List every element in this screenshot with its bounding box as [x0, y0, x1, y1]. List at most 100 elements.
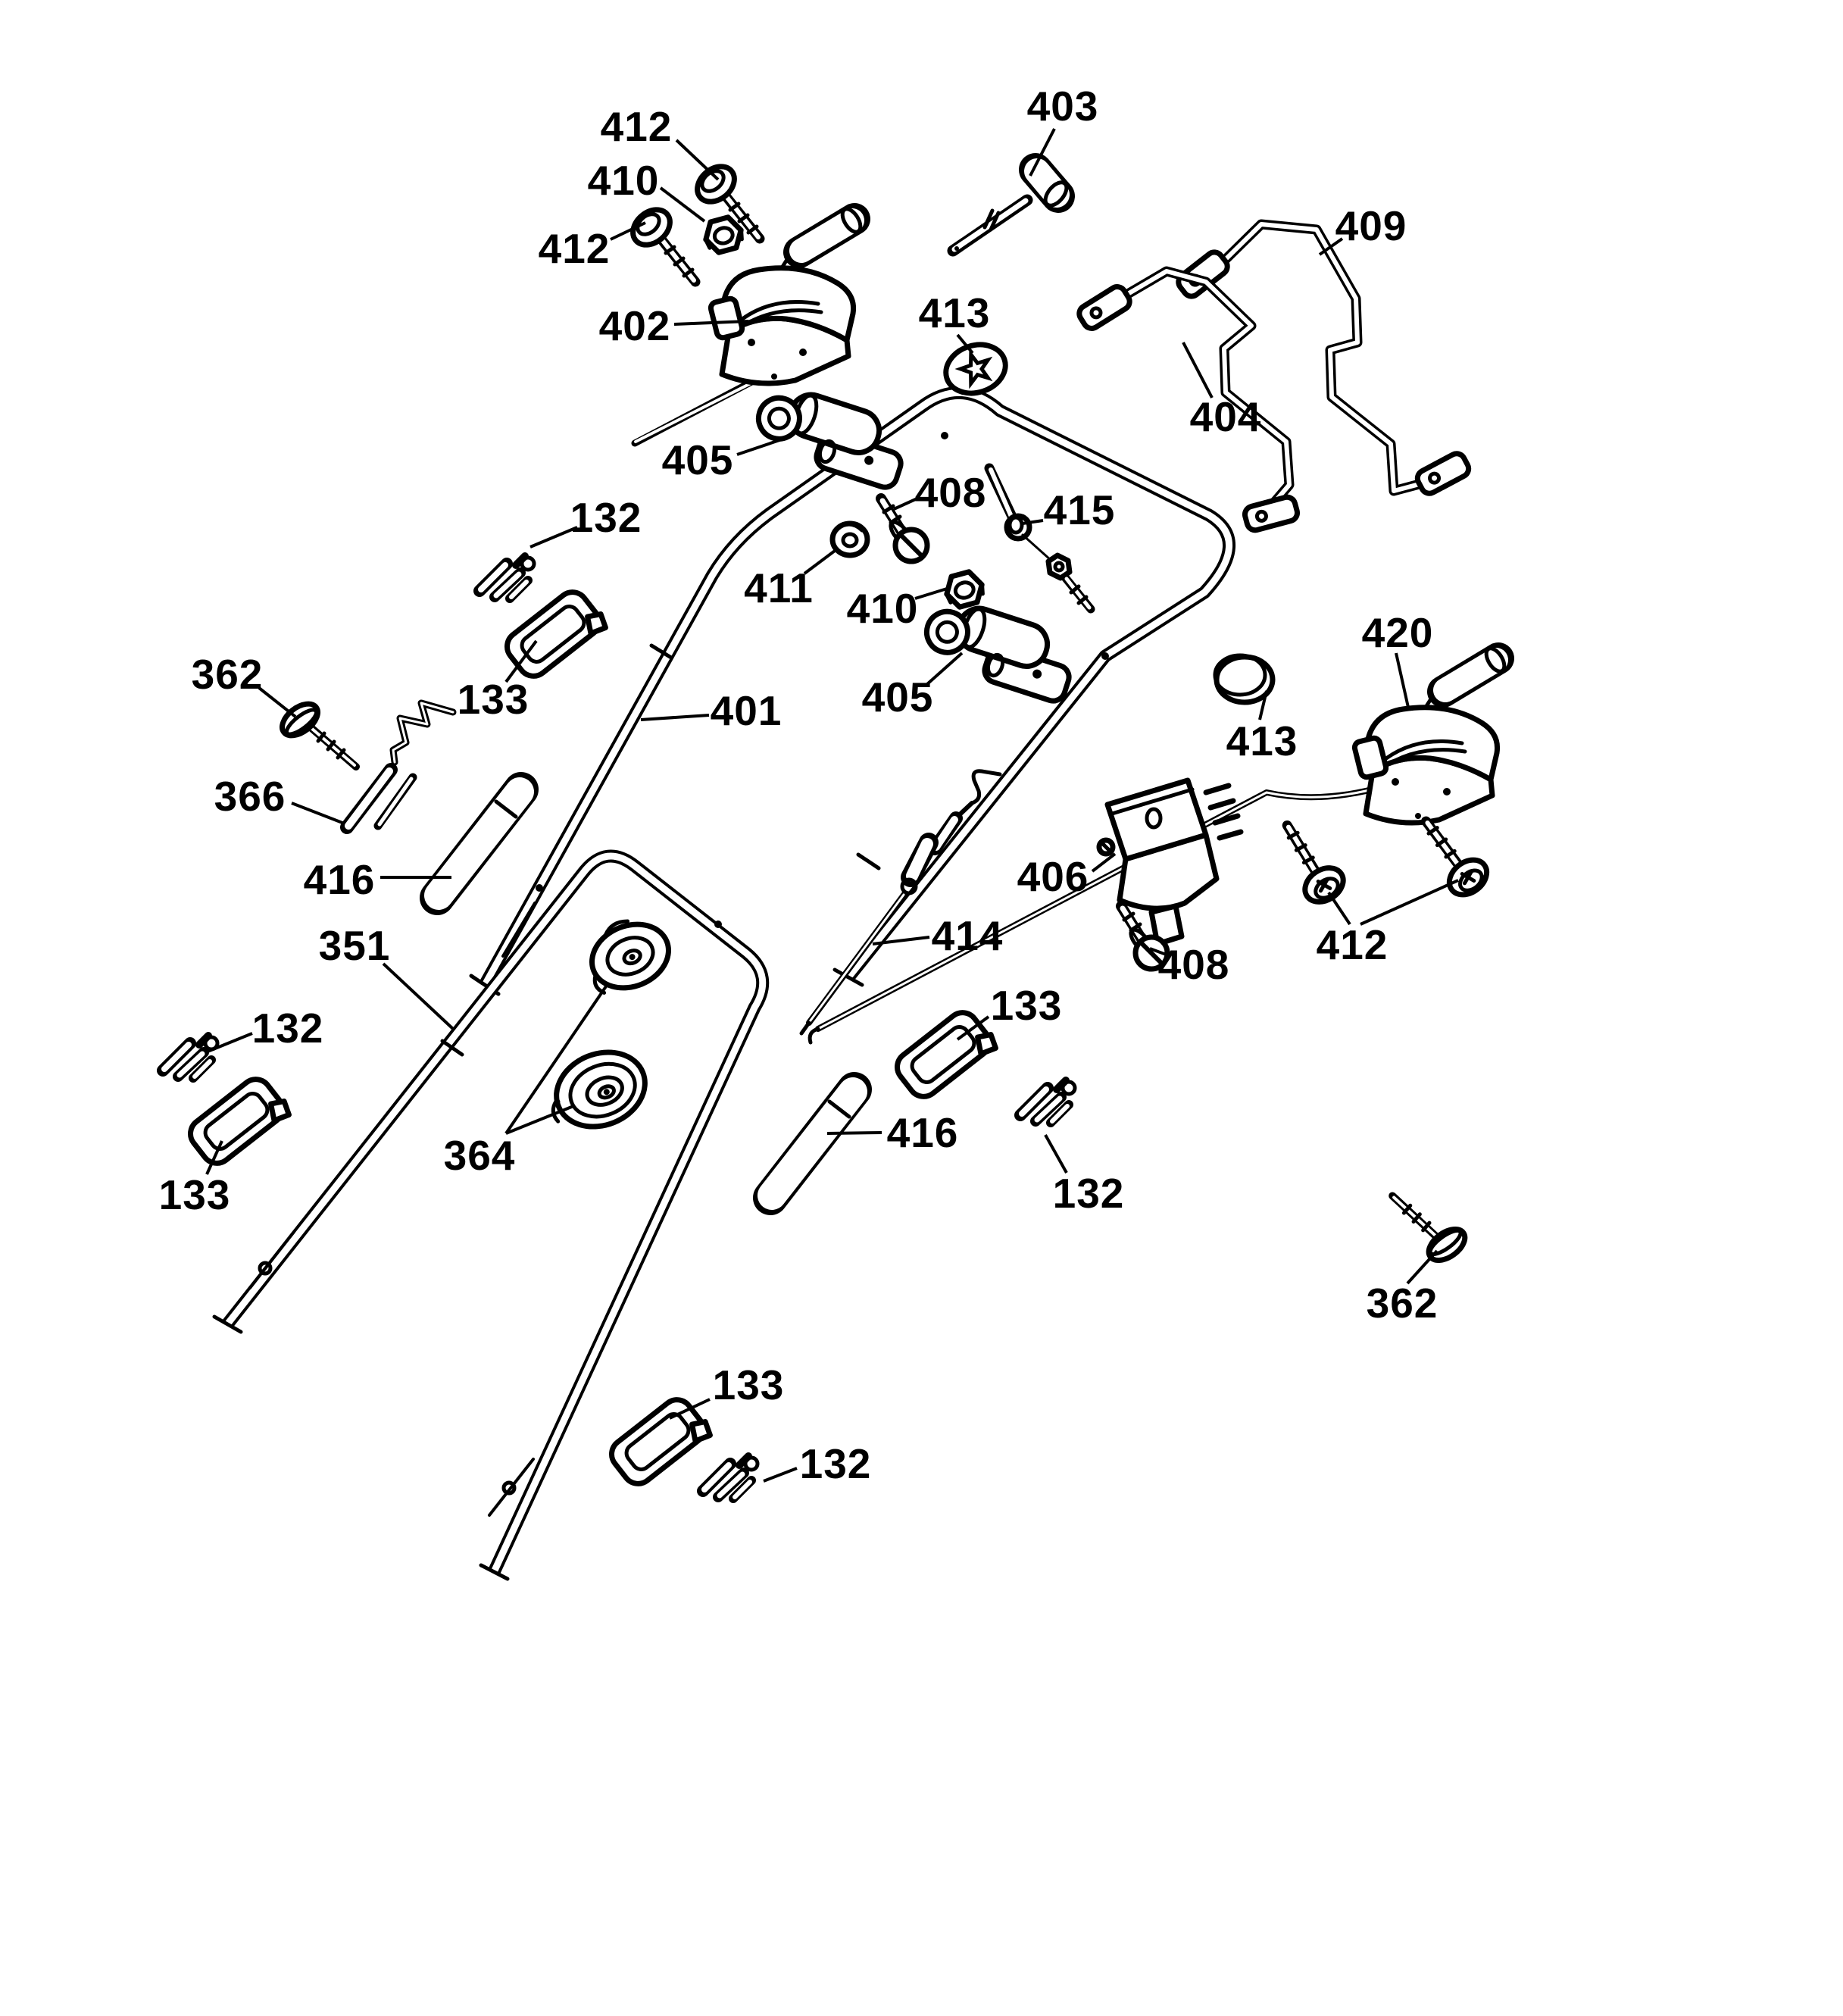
part-label-405-13: 405 [862, 674, 934, 720]
leader-line-414-26 [872, 936, 930, 945]
part-label-133-27: 133 [991, 982, 1063, 1029]
part-label-133-34: 133 [713, 1361, 785, 1408]
part-labels: 412 410 412 402 403 413 409 404 405 408 415 411 410 4… [159, 83, 1459, 1487]
leader-line-415-10 [1022, 519, 1044, 525]
cap-413 [1213, 653, 1276, 705]
control-rod-404 [1076, 266, 1299, 532]
leader-line-412-25 [1327, 891, 1351, 926]
part-label-362-17: 362 [192, 651, 264, 698]
leader-line-132-35 [763, 1467, 798, 1483]
leader-line-405-13 [926, 652, 964, 686]
cable-clamp-405-b [917, 594, 1081, 704]
handle-slot [488, 1458, 535, 1517]
control-rod-409 [1175, 219, 1471, 496]
cable-clip-132-b [1020, 1080, 1075, 1123]
leader-line-412-0 [675, 139, 720, 181]
leader-line-133-34 [669, 1398, 711, 1420]
leader-line-406-23 [1091, 852, 1117, 873]
pad-plate-133-a [501, 584, 609, 684]
upper-handle-tube-401 [469, 386, 1235, 996]
part-label-412-0: 412 [601, 103, 673, 150]
part-label-416-19: 416 [304, 856, 376, 903]
part-label-366-18: 366 [214, 773, 286, 820]
part-label-132-31: 132 [252, 1005, 324, 1052]
part-label-413-21: 413 [1226, 717, 1298, 764]
handle-knob-364-a [589, 919, 671, 995]
leader-line-413-5 [956, 333, 974, 355]
leader-line-132-31 [207, 1032, 253, 1053]
leader-line-408-9 [893, 496, 920, 511]
screw-362-a [276, 698, 356, 767]
pin-bolt-415 [984, 463, 1095, 614]
part-label-402-3: 402 [599, 302, 671, 349]
part-label-410-1: 410 [588, 157, 660, 204]
leader-line-132-14 [529, 526, 578, 549]
grip-tube-416-a [437, 789, 521, 898]
cable-clip-132-a [479, 556, 534, 599]
leader-line-364-30 [505, 1105, 574, 1135]
leader-line-133-32 [205, 1140, 223, 1175]
part-label-415-10: 415 [1044, 486, 1116, 533]
nut-410-b [942, 570, 986, 610]
part-label-133-15: 133 [458, 676, 529, 723]
part-label-364-30: 364 [444, 1132, 516, 1179]
leader-line-132-29 [1044, 1134, 1068, 1174]
leader-line-410-1 [659, 186, 706, 223]
part-label-404-7: 404 [1190, 393, 1262, 440]
leader-line-409-6 [1318, 237, 1344, 256]
part-label-412-25: 412 [1317, 921, 1388, 968]
leader-line-420-22 [1395, 652, 1410, 711]
screw-412-b [626, 202, 695, 282]
part-label-408-9: 408 [915, 469, 987, 516]
leader-line-408-24 [1149, 947, 1171, 958]
lower-handle-tube-351 [212, 849, 770, 1581]
leader-line-362-33 [1406, 1249, 1438, 1285]
leader-line-133-15 [504, 639, 538, 683]
part-label-413-5: 413 [919, 289, 991, 336]
part-label-408-24: 408 [1158, 941, 1230, 988]
control-cable-414 [799, 769, 1002, 1036]
part-label-403-4: 403 [1027, 83, 1099, 130]
nut-411 [829, 520, 870, 558]
part-label-362-33: 362 [1367, 1280, 1438, 1327]
handle-slot [501, 902, 536, 958]
part-label-351-20: 351 [319, 922, 391, 969]
leader-line-412-2 [610, 221, 646, 241]
part-label-414-26: 414 [932, 912, 1004, 959]
leader-line-402-3 [673, 320, 749, 326]
grip-tube-416-b [770, 1089, 854, 1198]
throttle-control-420 [1354, 645, 1508, 823]
leader-line-411-11 [803, 547, 839, 575]
part-label-410-12: 410 [847, 585, 919, 632]
part-label-411-11: 411 [744, 564, 814, 611]
leader-line-133-27 [956, 1015, 990, 1041]
part-label-133-32: 133 [159, 1171, 231, 1218]
throttle-cable-402-stub [631, 375, 761, 447]
bracket-406 [1096, 777, 1244, 947]
pad-plate-133-c [184, 1071, 292, 1171]
cable-clip-132-c [163, 1036, 217, 1078]
pin-403 [947, 153, 1075, 257]
handle-knob-364-b [551, 1049, 648, 1130]
leader-line-362-17 [258, 686, 297, 718]
part-label-401-16: 401 [711, 687, 782, 734]
leader-line-401-16 [640, 714, 710, 721]
cable-clip-132-d [703, 1456, 758, 1499]
part-label-409-6: 409 [1335, 202, 1407, 249]
part-label-132-29: 132 [1053, 1170, 1125, 1217]
part-label-132-14: 132 [570, 494, 642, 541]
leader-line-404-7 [1182, 342, 1214, 399]
leader-line-405-8 [736, 438, 782, 456]
leader-line-364-30 [504, 985, 608, 1135]
leader-line-410-12 [914, 587, 948, 600]
leader-line-403-4 [1029, 128, 1056, 177]
leader-line-351-20 [382, 962, 455, 1030]
part-label-412-2: 412 [539, 225, 611, 272]
pad-plate-133-d [605, 1392, 714, 1492]
screw-412-c [1277, 825, 1356, 912]
leader-line-413-21 [1258, 690, 1268, 720]
part-label-416-28: 416 [887, 1109, 959, 1156]
part-label-132-35: 132 [800, 1440, 872, 1487]
